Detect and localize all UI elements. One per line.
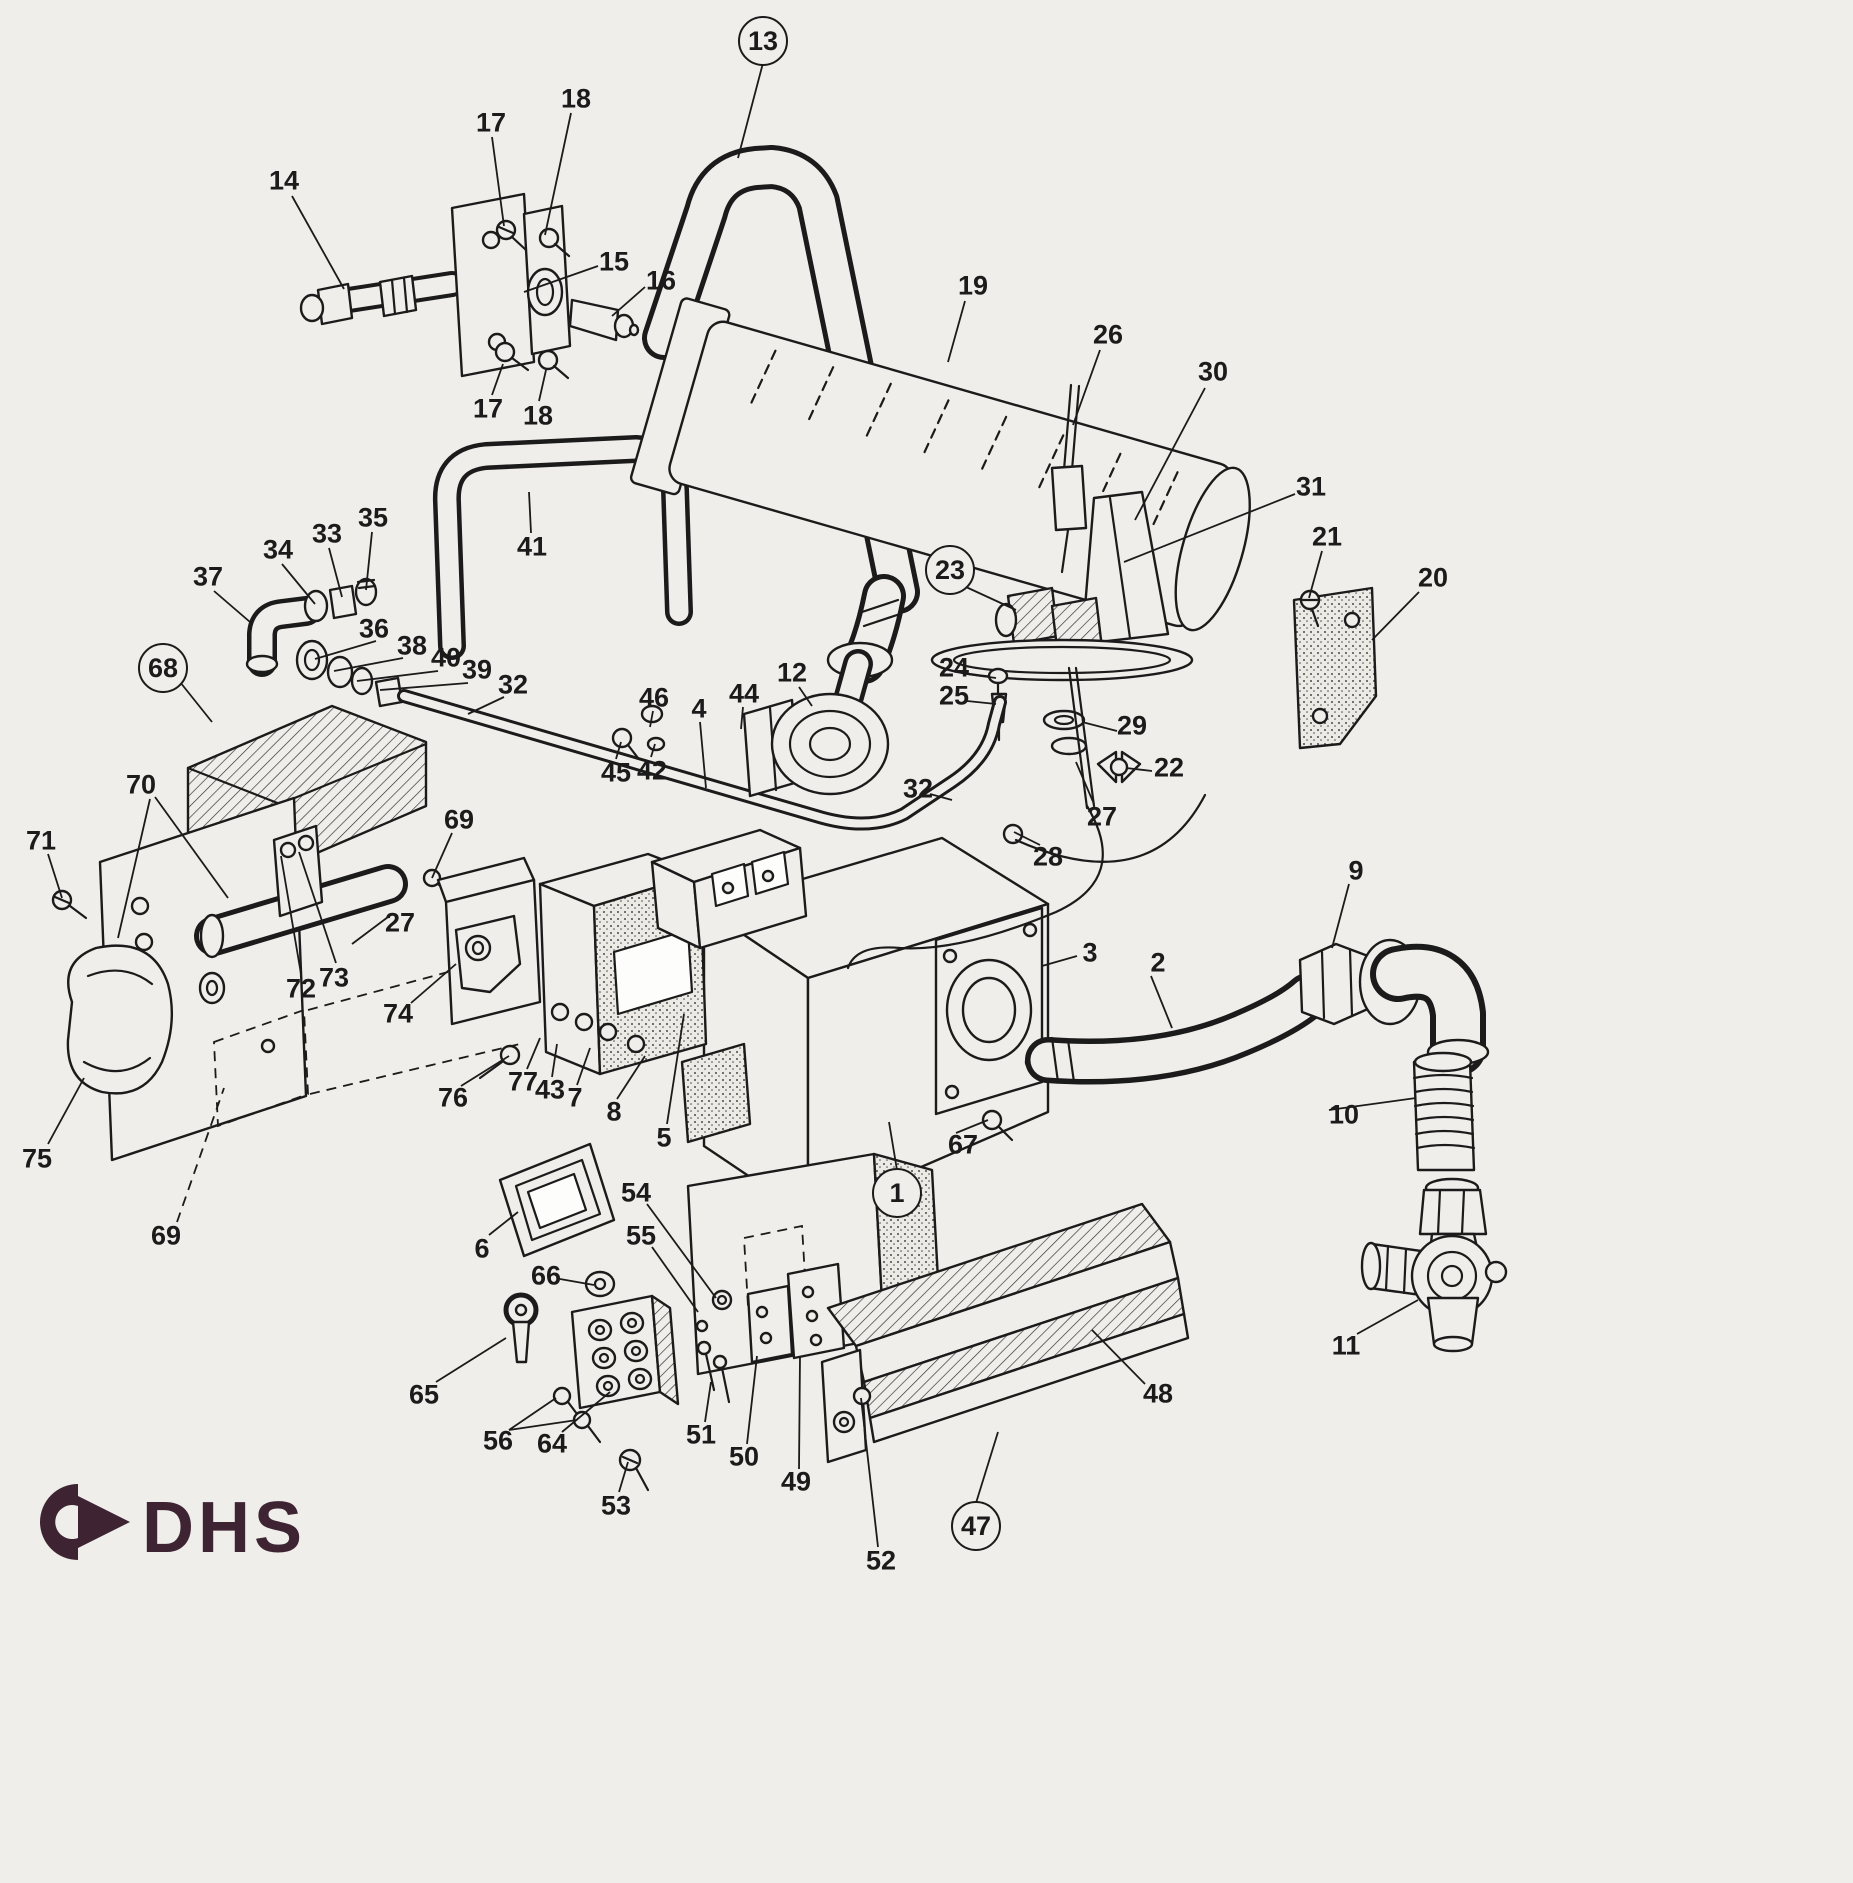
burner-tube <box>629 297 1251 632</box>
part-label-74: 74 <box>382 998 414 1029</box>
inlet-fitting-assembly <box>299 192 640 380</box>
part-label-65: 65 <box>408 1379 440 1410</box>
part-label-31: 31 <box>1295 471 1327 502</box>
dhs-logo-mark <box>40 1484 130 1560</box>
part-label-19: 19 <box>957 270 989 301</box>
part-label-27: 27 <box>384 907 416 938</box>
part-label-49: 49 <box>780 1466 812 1497</box>
part-label-9: 9 <box>1348 855 1364 886</box>
part-label-33: 33 <box>311 518 343 549</box>
part-label-69: 69 <box>150 1220 182 1251</box>
part-label-10: 10 <box>1328 1099 1360 1130</box>
part-label-16: 16 <box>645 265 677 296</box>
left-panel-assembly <box>51 704 521 1162</box>
part-label-44: 44 <box>728 678 760 709</box>
cover-plate <box>498 1142 616 1258</box>
part-label-55: 55 <box>625 1220 657 1251</box>
part-label-42: 42 <box>636 755 668 786</box>
part-label-37: 37 <box>192 561 224 592</box>
dhs-logo: DHS <box>26 1474 346 1575</box>
part-label-32: 32 <box>902 773 934 804</box>
part-label-69: 69 <box>443 804 475 835</box>
main-body-box <box>702 836 1050 1218</box>
part-label-20: 20 <box>1417 562 1449 593</box>
part-label-56: 56 <box>482 1425 514 1456</box>
part-label-28: 28 <box>1032 841 1064 872</box>
part-label-4: 4 <box>691 693 707 724</box>
part-label-48: 48 <box>1142 1378 1174 1409</box>
part-label-70: 70 <box>125 769 157 800</box>
mounting-bracket <box>1292 586 1378 750</box>
part-label-26: 26 <box>1092 319 1124 350</box>
part-label-66: 66 <box>530 1260 562 1291</box>
part-label-40: 40 <box>430 642 462 673</box>
part-label-73: 73 <box>318 962 350 993</box>
part-label-76: 76 <box>437 1082 469 1113</box>
dashed-leader-69 <box>176 1087 225 1223</box>
part-label-35: 35 <box>357 502 389 533</box>
part-label-29: 29 <box>1116 710 1148 741</box>
part-label-12: 12 <box>776 657 808 688</box>
part-label-45: 45 <box>600 757 632 788</box>
part-label-54: 54 <box>620 1177 652 1208</box>
part-label-32: 32 <box>497 669 529 700</box>
pilot-assembly <box>930 383 1207 863</box>
part-label-64: 64 <box>536 1428 568 1459</box>
part-label-75: 75 <box>21 1143 53 1174</box>
part-label-22: 22 <box>1153 752 1185 783</box>
part-label-36: 36 <box>358 613 390 644</box>
part-label-8: 8 <box>606 1096 622 1127</box>
part-label-17: 17 <box>472 393 504 424</box>
part-label-25: 25 <box>938 680 970 711</box>
part-label-13: 13 <box>738 16 788 66</box>
outlet-pipe-fittings <box>1025 938 1508 1353</box>
dhs-logo-text: DHS <box>142 1488 306 1568</box>
part-label-41: 41 <box>516 531 548 562</box>
part-label-5: 5 <box>656 1122 672 1153</box>
part-label-34: 34 <box>262 534 294 565</box>
part-label-23: 23 <box>925 545 975 595</box>
part-label-3: 3 <box>1082 937 1098 968</box>
part-label-30: 30 <box>1197 356 1229 387</box>
burner-manifold-assembly <box>503 1152 1190 1492</box>
part-label-72: 72 <box>285 973 317 1004</box>
part-label-21: 21 <box>1311 521 1343 552</box>
part-label-17: 17 <box>475 107 507 138</box>
part-label-67: 67 <box>947 1129 979 1160</box>
dhs-logo-art: DHS <box>40 1484 306 1568</box>
part-label-39: 39 <box>461 654 493 685</box>
pilot-tube-fittings <box>245 577 1007 831</box>
part-label-2: 2 <box>1150 947 1166 978</box>
leader-lines <box>47 62 1420 1548</box>
part-label-43: 43 <box>534 1074 566 1105</box>
part-label-7: 7 <box>567 1082 583 1113</box>
part-label-47: 47 <box>951 1501 1001 1551</box>
part-label-77: 77 <box>507 1066 539 1097</box>
part-label-27: 27 <box>1086 801 1118 832</box>
part-label-11: 11 <box>1331 1330 1361 1361</box>
valve-flange <box>742 574 906 798</box>
supply-pipe <box>642 145 920 614</box>
part-label-46: 46 <box>638 682 670 713</box>
part-label-51: 51 <box>685 1419 717 1450</box>
part-label-24: 24 <box>938 652 970 683</box>
part-label-6: 6 <box>474 1233 490 1264</box>
part-label-50: 50 <box>728 1441 760 1472</box>
part-label-38: 38 <box>396 630 428 661</box>
part-label-1: 1 <box>872 1168 922 1218</box>
part-label-14: 14 <box>268 165 300 196</box>
part-label-52: 52 <box>865 1545 897 1576</box>
control-cluster <box>436 704 1104 1144</box>
part-label-71: 71 <box>25 825 57 856</box>
part-label-15: 15 <box>598 246 630 277</box>
part-label-18: 18 <box>560 83 592 114</box>
part-label-53: 53 <box>600 1490 632 1521</box>
part-label-18: 18 <box>522 400 554 431</box>
part-label-68: 68 <box>138 643 188 693</box>
